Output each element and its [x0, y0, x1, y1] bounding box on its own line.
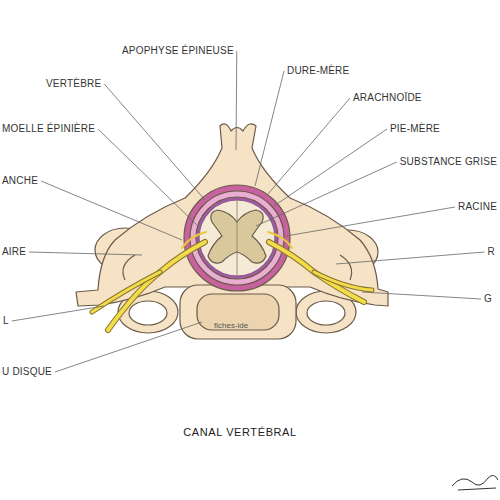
leader-line — [104, 84, 205, 200]
part-label: PIE-MÈRE — [390, 123, 440, 135]
leader-line — [268, 98, 350, 194]
part-label: RACINE — [458, 201, 497, 213]
leader-line — [255, 71, 284, 186]
part-label: APOPHYSE ÉPINEUSE — [122, 45, 234, 57]
part-label: DURE-MÈRE — [287, 65, 349, 77]
part-label: VERTÈBRE — [46, 78, 101, 90]
leader-line — [55, 322, 202, 372]
leader-line — [362, 292, 481, 299]
part-label: AIRE — [2, 246, 26, 258]
leader-line — [41, 181, 182, 240]
leader-line — [236, 51, 238, 150]
part-label: R — [488, 246, 495, 258]
part-label: SUBSTANCE GRISE — [400, 156, 497, 168]
part-label: MOELLE ÉPINIÈRE — [2, 123, 95, 135]
part-label: G — [484, 293, 492, 305]
signature-scribble — [452, 475, 498, 490]
leader-line — [29, 252, 142, 255]
leader-line — [274, 129, 387, 206]
part-label: L — [3, 315, 9, 327]
watermark: fiches-ide — [214, 320, 248, 332]
leader-line — [336, 252, 485, 264]
part-label: U DISQUE — [2, 366, 52, 378]
leader-line — [286, 207, 455, 236]
leader-line — [98, 129, 200, 228]
part-label: ANCHE — [2, 175, 38, 187]
part-label: ARACHNOÏDE — [353, 92, 422, 104]
leader-line — [12, 306, 104, 321]
leader-line — [256, 162, 397, 226]
diagram-title: CANAL VERTÉBRAL — [183, 426, 297, 438]
